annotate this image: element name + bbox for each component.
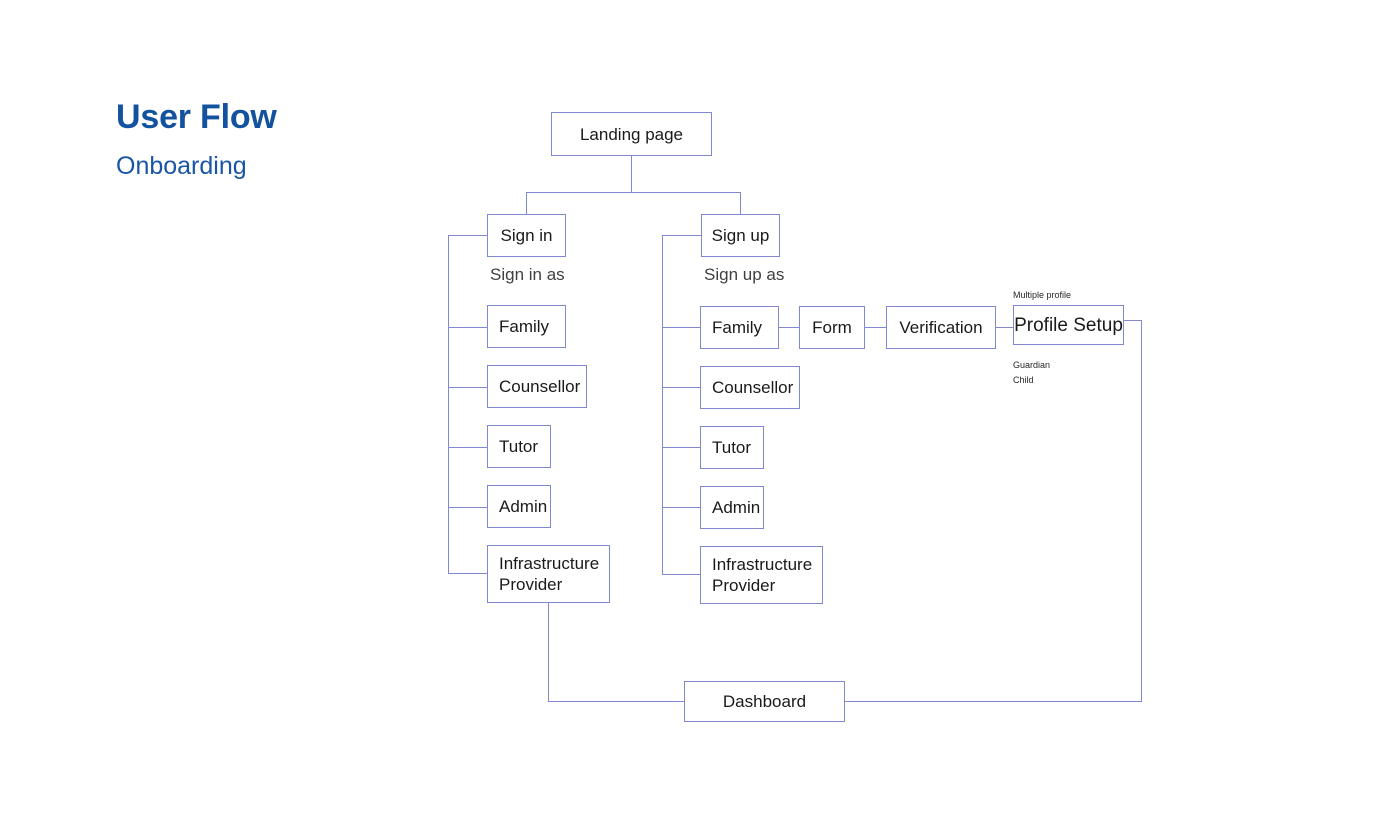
node-signup-infrastructure-provider-label: Infrastructure Provider [712, 555, 813, 595]
connector-branch-splitter [526, 192, 741, 193]
connector-form-to-verification [865, 327, 887, 328]
connector-signin-to-counsellor [448, 387, 487, 388]
connector-landing-stem [631, 156, 632, 192]
connector-signup-to-tutor [662, 447, 701, 448]
node-form-label: Form [812, 318, 852, 337]
node-verification[interactable]: Verification [886, 306, 996, 349]
connector-profile-return-vertical [1141, 320, 1142, 701]
node-signin-counsellor-label: Counsellor [499, 377, 581, 396]
node-profile-setup[interactable]: Profile Setup [1013, 305, 1124, 345]
node-dashboard[interactable]: Dashboard [684, 681, 845, 722]
node-signup-counsellor-label: Counsellor [712, 378, 794, 397]
connector-family-to-form [779, 327, 800, 328]
node-signin-admin[interactable]: Admin [487, 485, 551, 528]
node-signin-infrastructure-provider[interactable]: Infrastructure Provider [487, 545, 610, 603]
page-subtitle: Onboarding [116, 152, 247, 180]
node-signup-tutor-label: Tutor [712, 438, 752, 457]
node-signin-family-label: Family [499, 317, 550, 336]
node-signup-admin[interactable]: Admin [700, 486, 764, 529]
connector-signup-rail [662, 235, 663, 574]
caption-sign-up-as: Sign up as [704, 265, 785, 284]
connector-profile-return-bottom [845, 701, 1142, 702]
node-signup-family[interactable]: Family [700, 306, 779, 349]
connector-signin-to-admin [448, 507, 487, 508]
connector-signup-to-counsellor [662, 387, 701, 388]
connector-signup-to-infra [662, 574, 701, 575]
node-signin-counsellor[interactable]: Counsellor [487, 365, 587, 408]
connector-signin-to-tutor [448, 447, 487, 448]
node-signin-admin-label: Admin [499, 497, 548, 516]
node-signin-infrastructure-provider-label: Infrastructure Provider [499, 554, 600, 594]
annotation-guardian: Guardian [1013, 360, 1051, 370]
node-signin-tutor-label: Tutor [499, 437, 539, 456]
connector-infra-to-dashboard [548, 701, 685, 702]
node-sign-in-label: Sign in [500, 226, 553, 245]
connector-signup-rail-top [662, 235, 701, 236]
connector-signup-to-admin [662, 507, 701, 508]
connector-signin-rail [448, 235, 449, 573]
connector-to-signup [740, 192, 741, 215]
node-verification-label: Verification [899, 318, 983, 337]
connector-signin-to-family [448, 327, 487, 328]
node-signup-counsellor[interactable]: Counsellor [700, 366, 800, 409]
node-sign-up[interactable]: Sign up [701, 214, 780, 257]
connector-infra-down [548, 603, 549, 702]
node-signin-tutor[interactable]: Tutor [487, 425, 551, 468]
node-signup-infrastructure-provider[interactable]: Infrastructure Provider [700, 546, 823, 604]
connector-signin-rail-top [448, 235, 487, 236]
node-dashboard-label: Dashboard [722, 692, 807, 711]
node-landing-page[interactable]: Landing page [551, 112, 712, 156]
node-profile-setup-label: Profile Setup [1014, 314, 1123, 336]
node-sign-up-label: Sign up [711, 226, 770, 245]
connector-signup-to-family [662, 327, 701, 328]
node-signup-admin-label: Admin [712, 498, 761, 517]
node-sign-in[interactable]: Sign in [487, 214, 566, 257]
connector-to-signin [526, 192, 527, 215]
connector-signin-to-infra [448, 573, 487, 574]
annotation-child: Child [1013, 375, 1034, 385]
annotation-multiple-profile: Multiple profile [1013, 290, 1072, 300]
page-title: User Flow [116, 98, 277, 136]
node-signup-tutor[interactable]: Tutor [700, 426, 764, 469]
caption-sign-in-as: Sign in as [490, 265, 565, 284]
node-form[interactable]: Form [799, 306, 865, 349]
connector-profile-return-top [1124, 320, 1142, 321]
node-signup-family-label: Family [712, 318, 763, 337]
node-signin-family[interactable]: Family [487, 305, 566, 348]
node-landing-page-label: Landing page [579, 124, 684, 144]
connector-verification-to-profile [996, 327, 1014, 328]
